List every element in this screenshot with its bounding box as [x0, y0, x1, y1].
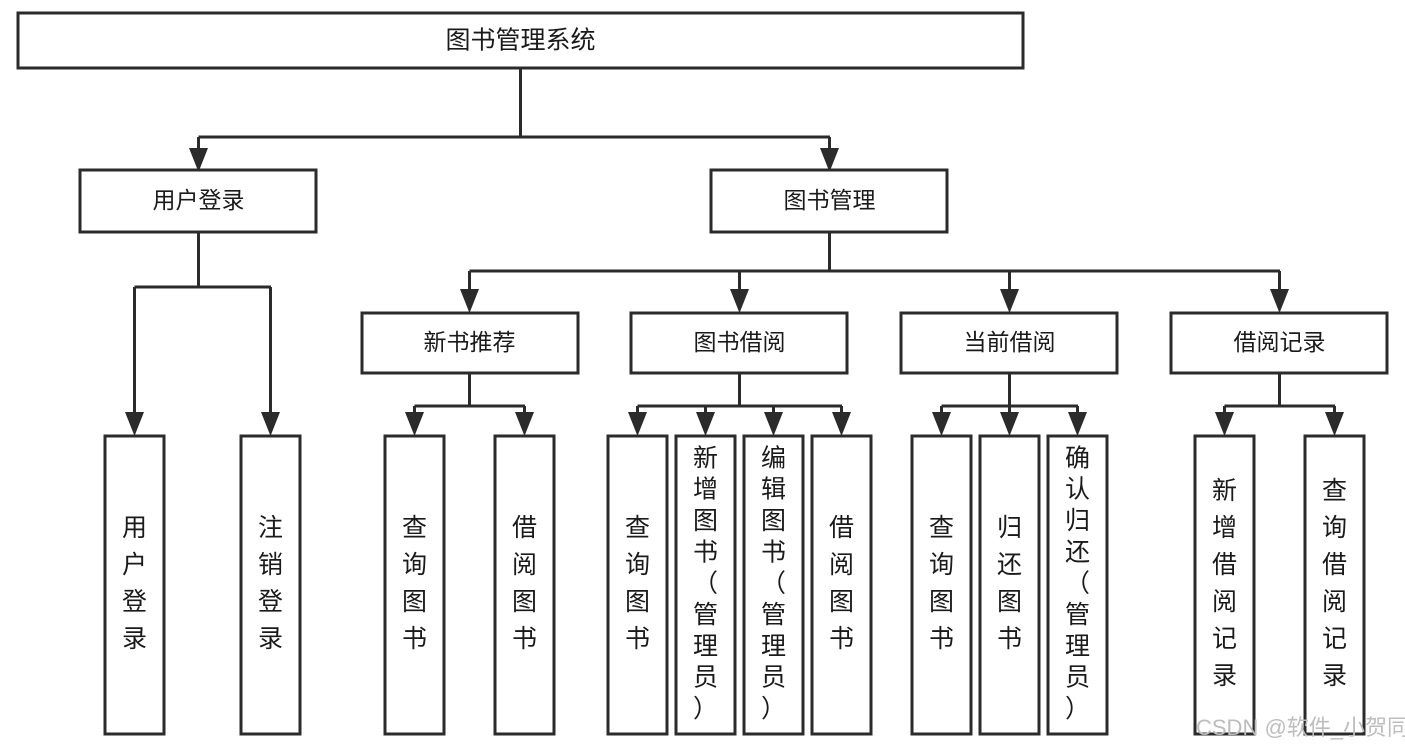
arrowhead-leaf-add-book — [696, 412, 715, 436]
node-book-borrow-box[interactable] — [629, 311, 849, 375]
arrowhead-leaf-user-login — [125, 412, 144, 436]
node-current-borrow-box[interactable] — [899, 311, 1119, 375]
leaf-node-confirm-return[interactable]: 确认归还（管理员） — [1046, 434, 1109, 736]
node-user-login[interactable]: 用户登录 — [78, 168, 318, 234]
leaf-node-add-record[interactable]: 新增借阅记录 — [1193, 434, 1256, 736]
connector-new-book-recommend-bus — [413, 373, 526, 418]
connector-root-bus — [197, 68, 831, 155]
node-book-borrow-label: 图书借阅 — [694, 329, 786, 355]
leaf-node-logout-login-label: 注销登录 — [258, 514, 283, 653]
leaf-node-borrow-book-2[interactable]: 借阅图书 — [810, 434, 873, 736]
leaf-node-query-record[interactable]: 查询借阅记录 — [1303, 434, 1366, 736]
leaf-node-add-book-label: 新增图书（管理员） — [693, 444, 718, 723]
node-borrow-record[interactable]: 借阅记录 — [1169, 311, 1389, 375]
arrowhead-leaf-query-book-3 — [932, 412, 951, 436]
leaf-node-return-book-box[interactable] — [978, 434, 1041, 736]
leaf-node-query-book-3[interactable]: 查询图书 — [910, 434, 973, 736]
leaf-node-edit-book-label: 编辑图书（管理员） — [761, 444, 786, 723]
node-root[interactable]: 图书管理系统 — [16, 11, 1025, 70]
arrowhead-leaf-add-record — [1215, 412, 1234, 436]
arrowhead-current-borrow — [1000, 289, 1019, 313]
arrowhead-leaf-query-book-2 — [628, 412, 647, 436]
leaf-node-query-record-box[interactable] — [1303, 434, 1366, 736]
node-current-borrow-label: 当前借阅 — [964, 329, 1056, 355]
arrowhead-borrow-record — [1270, 289, 1289, 313]
node-book-management[interactable]: 图书管理 — [709, 168, 949, 234]
leaf-node-borrow-book-1-label: 借阅图书 — [512, 514, 537, 653]
leaf-node-query-book-3-box[interactable] — [910, 434, 973, 736]
leaf-node-logout-login[interactable]: 注销登录 — [239, 434, 302, 736]
leaf-node-add-book[interactable]: 新增图书（管理员） — [674, 434, 737, 736]
connector-layer — [125, 68, 1344, 436]
leaf-node-add-book-box[interactable] — [674, 434, 737, 736]
leaf-node-borrow-book-1[interactable]: 借阅图书 — [493, 434, 556, 736]
arrowhead-new-book-recommend — [460, 289, 479, 313]
arrowhead-leaf-logout-login — [261, 412, 280, 436]
leaf-node-borrow-book-2-label: 借阅图书 — [829, 514, 854, 653]
leaf-node-borrow-book-1-box[interactable] — [493, 434, 556, 736]
leaf-node-confirm-return-label: 确认归还（管理员） — [1065, 444, 1090, 723]
leaf-node-query-record-label: 查询借阅记录 — [1322, 477, 1347, 690]
leaf-node-return-book[interactable]: 归还图书 — [978, 434, 1041, 736]
connector-book-borrow-bus — [636, 373, 843, 418]
leaf-node-return-book-label: 归还图书 — [997, 514, 1022, 653]
leaf-node-user-login[interactable]: 用户登录 — [103, 434, 166, 736]
leaf-node-borrow-book-2-box[interactable] — [810, 434, 873, 736]
arrowhead-leaf-borrow-book-1 — [515, 412, 534, 436]
connector-borrow-record-bus — [1223, 373, 1336, 418]
leaf-node-user-login-box[interactable] — [103, 434, 166, 736]
node-new-book-recommend-label: 新书推荐 — [424, 329, 516, 355]
arrowhead-leaf-edit-book — [764, 412, 783, 436]
leaf-node-edit-book-box[interactable] — [742, 434, 805, 736]
node-borrow-record-label: 借阅记录 — [1234, 329, 1326, 355]
arrowhead-book-management — [820, 148, 839, 172]
node-new-book-recommend-box[interactable] — [360, 311, 580, 375]
node-book-borrow[interactable]: 图书借阅 — [629, 311, 849, 375]
leaf-node-query-book-2-label: 查询图书 — [625, 514, 650, 653]
leaf-node-confirm-return-box[interactable] — [1046, 434, 1109, 736]
leaf-node-user-login-label: 用户登录 — [122, 514, 147, 653]
arrowhead-leaf-query-book-1 — [405, 412, 424, 436]
connector-current-borrow-bus — [940, 373, 1079, 418]
leaf-node-add-record-box[interactable] — [1193, 434, 1256, 736]
node-root-label: 图书管理系统 — [445, 27, 595, 55]
leaf-node-edit-book[interactable]: 编辑图书（管理员） — [742, 434, 805, 736]
node-book-management-label: 图书管理 — [784, 187, 876, 213]
arrowhead-leaf-query-record — [1325, 412, 1344, 436]
node-book-management-box[interactable] — [709, 168, 949, 234]
arrowhead-user-login — [189, 148, 208, 172]
arrowhead-book-borrow — [730, 289, 749, 313]
connector-book-management-bus — [468, 232, 1281, 295]
leaf-node-logout-login-box[interactable] — [239, 434, 302, 736]
arrowhead-leaf-borrow-book-2 — [832, 412, 851, 436]
leaf-node-query-book-1[interactable]: 查询图书 — [383, 434, 446, 736]
leaf-node-query-book-2[interactable]: 查询图书 — [606, 434, 669, 736]
leaf-node-query-book-1-label: 查询图书 — [402, 514, 427, 653]
node-borrow-record-box[interactable] — [1169, 311, 1389, 375]
arrowhead-leaf-confirm-return — [1068, 412, 1087, 436]
leaf-node-query-book-3-label: 查询图书 — [929, 514, 954, 653]
node-user-login-label: 用户登录 — [153, 187, 245, 213]
leaf-layer: 用户登录 注销登录 查询图书 借阅图书 查询图书 新增图书（管理员） 编辑图书（… — [103, 434, 1366, 736]
leaf-node-query-book-1-box[interactable] — [383, 434, 446, 736]
arrowhead-leaf-return-book — [1000, 412, 1019, 436]
watermark-text: CSDN @软件_小贺同学 — [1196, 715, 1405, 740]
node-root-box[interactable] — [16, 11, 1025, 70]
connector-user-login-bus — [133, 232, 272, 418]
node-user-login-box[interactable] — [78, 168, 318, 234]
node-current-borrow[interactable]: 当前借阅 — [899, 311, 1119, 375]
node-new-book-recommend[interactable]: 新书推荐 — [360, 311, 580, 375]
leaf-node-add-record-label: 新增借阅记录 — [1212, 477, 1237, 690]
leaf-node-query-book-2-box[interactable] — [606, 434, 669, 736]
